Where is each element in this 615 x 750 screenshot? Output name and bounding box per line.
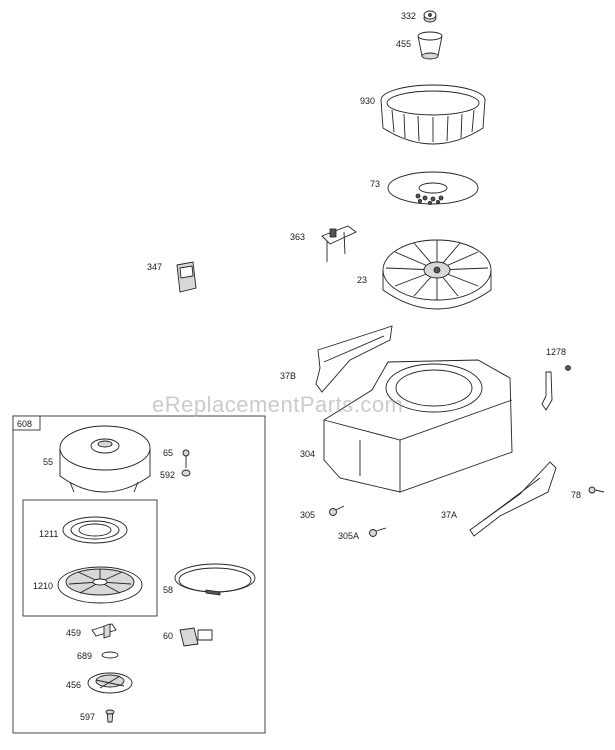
callout-456: 456	[66, 680, 82, 690]
part-930-screen-ring	[380, 84, 486, 145]
part-37B-baffle	[315, 325, 393, 393]
callout-455: 455	[396, 39, 412, 49]
callout-60: 60	[163, 631, 174, 641]
part-73-screen	[387, 171, 479, 205]
part-332-nut	[423, 10, 437, 23]
callout-347: 347	[147, 262, 163, 272]
callout-332: 332	[401, 11, 417, 21]
part-597-screw	[105, 709, 115, 723]
kit-608-label-box	[12, 415, 41, 431]
callout-597: 597	[80, 712, 96, 722]
callout-1211: 1211	[39, 529, 59, 539]
callout-363: 363	[290, 232, 306, 242]
callout-304: 304	[300, 449, 316, 459]
part-305A-screw	[369, 527, 387, 537]
callout-78: 78	[571, 490, 582, 500]
part-55-starter-housing	[59, 425, 151, 493]
callout-592: 592	[160, 470, 176, 480]
callout-459: 459	[66, 628, 82, 638]
part-65-screw	[182, 449, 190, 468]
part-363-bracket	[321, 225, 357, 262]
sub-kit-box	[22, 499, 158, 617]
part-304-blower-housing	[323, 359, 513, 493]
part-456-retainer	[87, 672, 133, 694]
callout-305A: 305A	[338, 531, 360, 541]
callout-37A: 37A	[441, 510, 458, 520]
callout-1210: 1210	[33, 581, 54, 591]
part-60-handle	[179, 627, 213, 647]
kit-608-box	[12, 415, 266, 734]
part-305-screw	[329, 505, 345, 516]
callout-37B: 37B	[280, 371, 297, 381]
callout-23: 23	[357, 275, 368, 285]
part-459-dog	[91, 623, 117, 639]
callout-930: 930	[360, 96, 376, 106]
callout-55: 55	[43, 457, 54, 467]
callout-305: 305	[300, 510, 316, 520]
part-1210-pulley	[57, 566, 143, 604]
callout-58: 58	[163, 585, 174, 595]
callout-1278: 1278	[546, 347, 567, 357]
part-37A-baffle	[469, 461, 557, 537]
part-347-switch	[176, 261, 197, 293]
callout-65: 65	[163, 448, 174, 458]
part-58-rope	[174, 563, 256, 596]
part-592-nut	[181, 469, 191, 477]
part-689-retainer	[101, 651, 119, 659]
watermark: eReplacementParts.com	[152, 392, 404, 417]
callout-689: 689	[77, 651, 93, 661]
part-1278-bracket	[541, 365, 571, 411]
part-455-cup	[417, 31, 443, 60]
part-78-screw	[588, 486, 605, 494]
callout-73: 73	[370, 179, 381, 189]
part-1211-spring	[62, 516, 128, 544]
part-23-flywheel	[382, 239, 492, 310]
kit-608-label: 608	[17, 419, 33, 429]
